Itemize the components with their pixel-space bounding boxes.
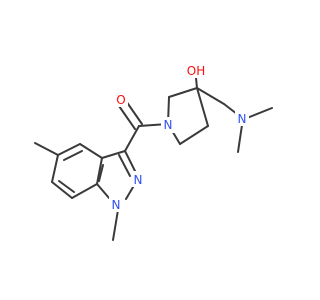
- bond-c5b-methyl: [34, 142, 59, 156]
- bond-ch2-namine: [223, 103, 238, 115]
- bond-c3-n2-double: [118, 154, 131, 177]
- bond-c4-c5b: [57, 143, 81, 156]
- atom-layer: O N OH N N N: [109, 62, 249, 212]
- bond-c3p-c4: [196, 87, 209, 127]
- bond-c6-c7: [51, 181, 73, 199]
- atom-label-oh: OH: [187, 64, 205, 78]
- bond-c3a-c3: [101, 150, 126, 159]
- bond-namine-me2: [237, 124, 243, 153]
- bond-c3a-c7a-double: [98, 164, 104, 182]
- bond-c3-n2: [124, 150, 137, 174]
- hydroxyl-atom: OH: [184, 62, 208, 78]
- pyrrolidine-nitrogen-atom: N: [161, 117, 175, 133]
- bond-c5b-c6: [51, 154, 59, 183]
- bond-carbonyl-c3: [124, 125, 140, 152]
- bond-c3p-oh: [195, 77, 198, 89]
- indazole-n2-atom: N: [131, 171, 145, 187]
- bond-c4-c5b-double: [63, 150, 83, 161]
- atom-label-n2: N: [134, 173, 143, 187]
- bond-namine-me1: [246, 107, 273, 119]
- atom-label-n1: N: [112, 198, 121, 212]
- bond-c3a-c4: [79, 143, 103, 159]
- atom-label-n-pyrrolidine: N: [164, 118, 173, 132]
- bond-c7-c7a: [71, 183, 98, 199]
- atom-label-o: O: [116, 93, 125, 107]
- bond-n1-c7a: [96, 183, 110, 199]
- bond-c4-c5: [179, 125, 209, 145]
- structure-svg: O N OH N N N: [34, 62, 273, 241]
- atom-label-n-amine: N: [238, 112, 247, 126]
- amine-nitrogen-atom: N: [235, 110, 249, 126]
- molecule-diagram: O N OH N N N: [34, 62, 273, 241]
- indazole-n1-atom: N: [109, 196, 123, 212]
- bond-carbonyl-o-a: [125, 100, 143, 125]
- carbonyl-oxygen-atom: O: [114, 91, 128, 107]
- bond-c3p-ch2: [196, 87, 225, 105]
- bond-layer: [34, 77, 273, 241]
- bond-c7a-c3a: [96, 157, 103, 185]
- bond-c6-c7-double: [58, 180, 75, 193]
- bond-c2-c3p: [168, 87, 198, 98]
- bond-carbonyl-o-b: [118, 105, 136, 130]
- bond-n1-methyl: [112, 209, 119, 241]
